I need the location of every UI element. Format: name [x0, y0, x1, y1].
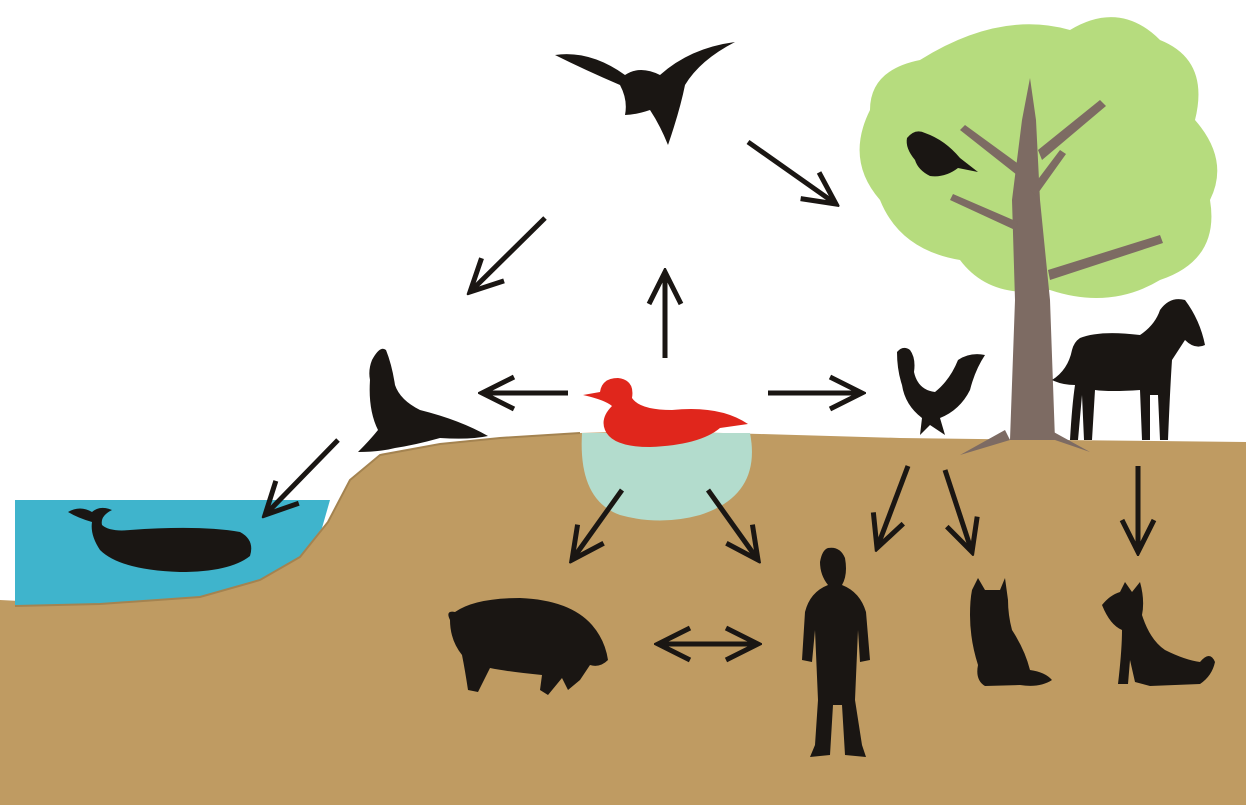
horse-icon [1052, 299, 1205, 440]
sea-lion-icon [358, 349, 488, 452]
arrow-wild-bird-to-sea-lion [470, 218, 545, 292]
arrow-wild-bird-to-perched-bird [748, 142, 836, 204]
rooster-icon [897, 348, 985, 435]
flying-bird-icon [555, 42, 735, 145]
